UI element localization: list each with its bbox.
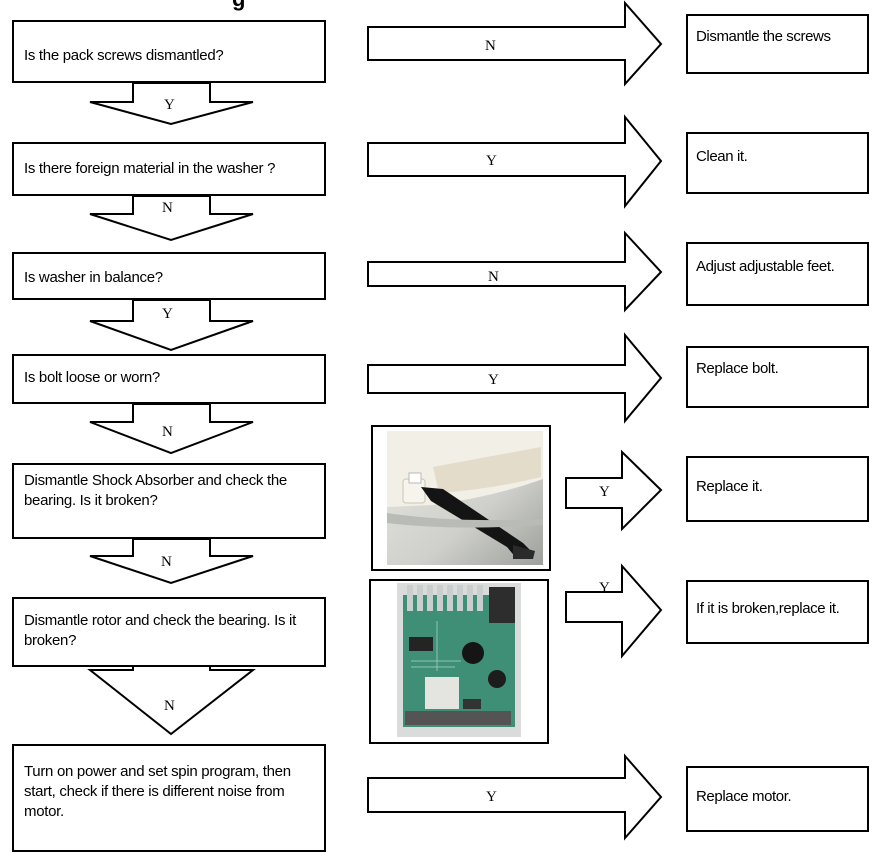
question-text: Is bolt loose or worn?: [24, 369, 160, 386]
branch-label-7: Y: [486, 789, 497, 805]
right-arrow-4: [367, 332, 663, 424]
right-arrow-5: [565, 449, 663, 532]
down-label-5: N: [161, 554, 172, 570]
down-arrow-3: [89, 299, 254, 352]
question-text: Is the pack screws dismantled?: [24, 47, 224, 64]
result-box-4: Replace bolt.: [686, 346, 869, 408]
right-arrow-6: [565, 563, 663, 659]
question-box-1: Is the pack screws dismantled?: [12, 20, 326, 83]
question-box-3: Is washer in balance?: [12, 252, 326, 300]
branch-label-6: Y: [599, 580, 610, 596]
shock-absorber-image: [387, 431, 543, 565]
question-box-6: Dismantle rotor and check the bearing. I…: [12, 597, 326, 667]
result-text: Clean it.: [696, 148, 748, 165]
question-text: Is there foreign material in the washer …: [24, 160, 276, 177]
result-text: Replace bolt.: [696, 360, 779, 377]
question-text: Dismantle Shock Absorber and check the b…: [24, 472, 287, 509]
motor-control-board-photo: [369, 579, 549, 744]
right-arrow-3: [367, 230, 663, 313]
question-text: Turn on power and set spin program, then…: [24, 763, 291, 820]
result-box-3: Adjust adjustable feet.: [686, 242, 869, 306]
down-arrow-4: [89, 403, 254, 455]
right-arrow-1: [367, 0, 663, 87]
result-box-6: If it is broken,replace it.: [686, 580, 869, 644]
question-text: Dismantle rotor and check the bearing. I…: [24, 612, 296, 649]
down-label-2: N: [162, 200, 173, 216]
down-label-4: N: [162, 424, 173, 440]
right-arrow-7: [367, 753, 663, 841]
question-box-2: Is there foreign material in the washer …: [12, 142, 326, 196]
result-text: Dismantle the screws: [696, 28, 831, 45]
question-text: Is washer in balance?: [24, 269, 163, 286]
down-arrow-2: [89, 195, 254, 242]
branch-label-4: Y: [488, 372, 499, 388]
branch-label-1: N: [485, 38, 496, 54]
branch-label-3: N: [488, 269, 499, 285]
question-box-4: Is bolt loose or worn?: [12, 354, 326, 404]
branch-label-2: Y: [486, 153, 497, 169]
branch-label-5: Y: [599, 484, 610, 500]
shock-absorber-photo: [371, 425, 551, 571]
down-label-6: N: [164, 698, 175, 714]
result-text: Adjust adjustable feet.: [696, 258, 835, 275]
down-label-3: Y: [162, 306, 173, 322]
result-box-7: Replace motor.: [686, 766, 869, 832]
down-arrow-1: [89, 82, 254, 126]
right-arrow-2: [367, 114, 663, 209]
question-box-5: Dismantle Shock Absorber and check the b…: [12, 463, 326, 539]
result-text: Replace it.: [696, 478, 763, 495]
result-text: If it is broken,replace it.: [696, 600, 840, 617]
result-box-5: Replace it.: [686, 456, 869, 522]
control-board-image: [371, 581, 547, 742]
result-text: Replace motor.: [696, 788, 792, 805]
result-box-1: Dismantle the screws: [686, 14, 869, 74]
down-label-1: Y: [164, 97, 175, 113]
cropped-title-fragment: g: [232, 0, 245, 12]
down-arrow-5: [89, 538, 254, 585]
result-box-2: Clean it.: [686, 132, 869, 194]
question-box-7: Turn on power and set spin program, then…: [12, 744, 326, 852]
